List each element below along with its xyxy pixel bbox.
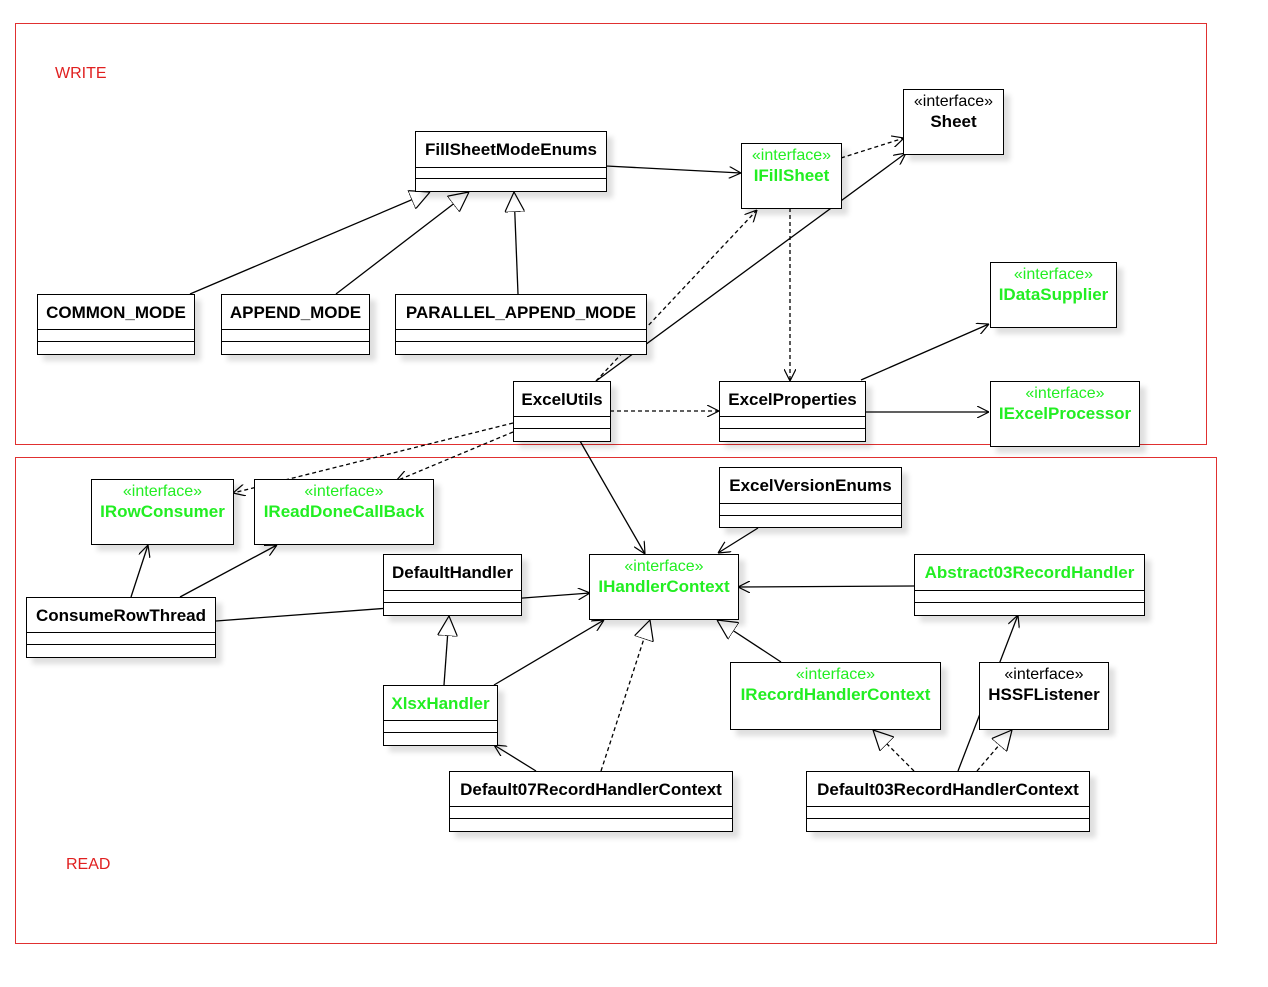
association-excelutils-to-sheet [595,153,906,382]
realization-default07-to-ihandlercontext [600,620,650,772]
stereotype-label: «interface» [304,483,384,500]
read-region [15,457,1217,944]
class-default07-record-handler-context: Default07RecordHandlerContext [449,771,733,832]
class-name: ExcelUtils [521,390,603,409]
stereotype-label: «interface» [751,147,832,164]
association-default07-to-xlsx [494,745,537,772]
class-name: COMMON_MODE [46,303,186,322]
generalization-irecordcontext-to-ihandlercontext [717,620,782,663]
class-name: IReadDoneCallBack [263,502,425,521]
class-name: FillSheetModeEnums [425,140,597,159]
class-name: XlsxHandler [391,694,490,713]
class-default03-record-handler-context: Default03RecordHandlerContext [806,771,1090,832]
class-name: ConsumeRowThread [35,606,207,625]
generalization-append-mode [335,192,469,295]
association-properties-to-idatasupplier [860,324,989,381]
dependency-ifillsheet-to-sheet [840,138,904,159]
class-irecord-handler-context: «interface» IRecordHandlerContext [730,662,941,730]
class-iexcel-processor: «interface» IExcelProcessor [990,381,1140,447]
class-append-mode: APPEND_MODE [221,294,370,355]
class-fill-sheet-mode-enums: FillSheetModeEnums [415,131,607,192]
class-name: IRowConsumer [100,502,225,521]
realization-default03-to-irecordcontext [873,730,915,772]
association-consumerowthread-to-ireaddonecallback [179,545,277,598]
read-region-label: READ [66,856,111,873]
class-name: IDataSupplier [998,285,1109,304]
class-excel-version-enums: ExcelVersionEnums [719,467,902,528]
stereotype-label: «interface» [795,666,876,683]
class-xlsx-handler: XlsxHandler [383,685,498,746]
write-region-label: WRITE [55,65,107,82]
class-common-mode: COMMON_MODE [37,294,195,355]
class-irow-consumer: «interface» IRowConsumer [91,479,234,545]
class-name: APPEND_MODE [229,303,362,322]
class-excel-properties: ExcelProperties [719,381,866,442]
class-name: HSSFListener [988,685,1100,704]
association-excelutils-to-ihandlercontext [579,440,645,554]
association-consumerowthread-to-irowconsumer [130,545,148,598]
class-name: PARALLEL_APPEND_MODE [405,303,637,322]
stereotype-label: «interface» [122,483,203,500]
class-iread-done-callback: «interface» IReadDoneCallBack [254,479,434,545]
stereotype-label: «interface» [1004,666,1084,683]
stereotype-label: «interface» [913,93,994,110]
association-enums-to-ifillsheet [605,165,741,173]
write-region [15,23,1207,445]
realization-default03-to-hssflistener [976,730,1012,772]
class-name: Abstract03RecordHandler [924,563,1135,582]
generalization-common-mode [189,192,430,295]
association-versionenums-to-ihandlercontext [718,527,759,553]
class-hssf-listener: «interface» HSSFListener [979,662,1109,730]
class-idata-supplier: «interface» IDataSupplier [990,262,1117,328]
stereotype-label: «interface» [624,558,704,575]
class-parallel-append-mode: PARALLEL_APPEND_MODE [395,294,647,355]
class-name: Default07RecordHandlerContext [460,780,722,799]
class-name: IHandlerContext [598,577,730,596]
class-abstract03-record-handler: Abstract03RecordHandler [914,554,1145,616]
class-name: DefaultHandler [392,563,513,582]
class-sheet: «interface» Sheet [903,89,1004,155]
class-name: IExcelProcessor [998,404,1132,423]
class-name: ExcelProperties [728,390,857,409]
class-excel-utils: ExcelUtils [513,381,611,442]
association-xlsx-to-ihandlercontext [493,620,604,686]
generalization-xlsx-to-defaulthandler [444,616,449,686]
class-name: IFillSheet [753,166,830,185]
association-abstract03-to-ihandlercontext [738,586,915,587]
class-name: ExcelVersionEnums [729,476,892,495]
class-ifill-sheet: «interface» IFillSheet [741,143,842,209]
stereotype-label: «interface» [1025,385,1105,402]
class-name: IRecordHandlerContext [740,685,931,704]
class-name: Sheet [930,112,977,131]
class-default-handler: DefaultHandler [383,554,522,616]
class-consume-row-thread: ConsumeRowThread [26,597,216,658]
generalization-parallel-append-mode [514,192,518,295]
dependency-excelutils-to-ireaddonecallback [396,431,514,481]
stereotype-label: «interface» [1013,266,1094,283]
class-ihandler-context: «interface» IHandlerContext [589,554,739,620]
class-name: Default03RecordHandlerContext [817,780,1079,799]
